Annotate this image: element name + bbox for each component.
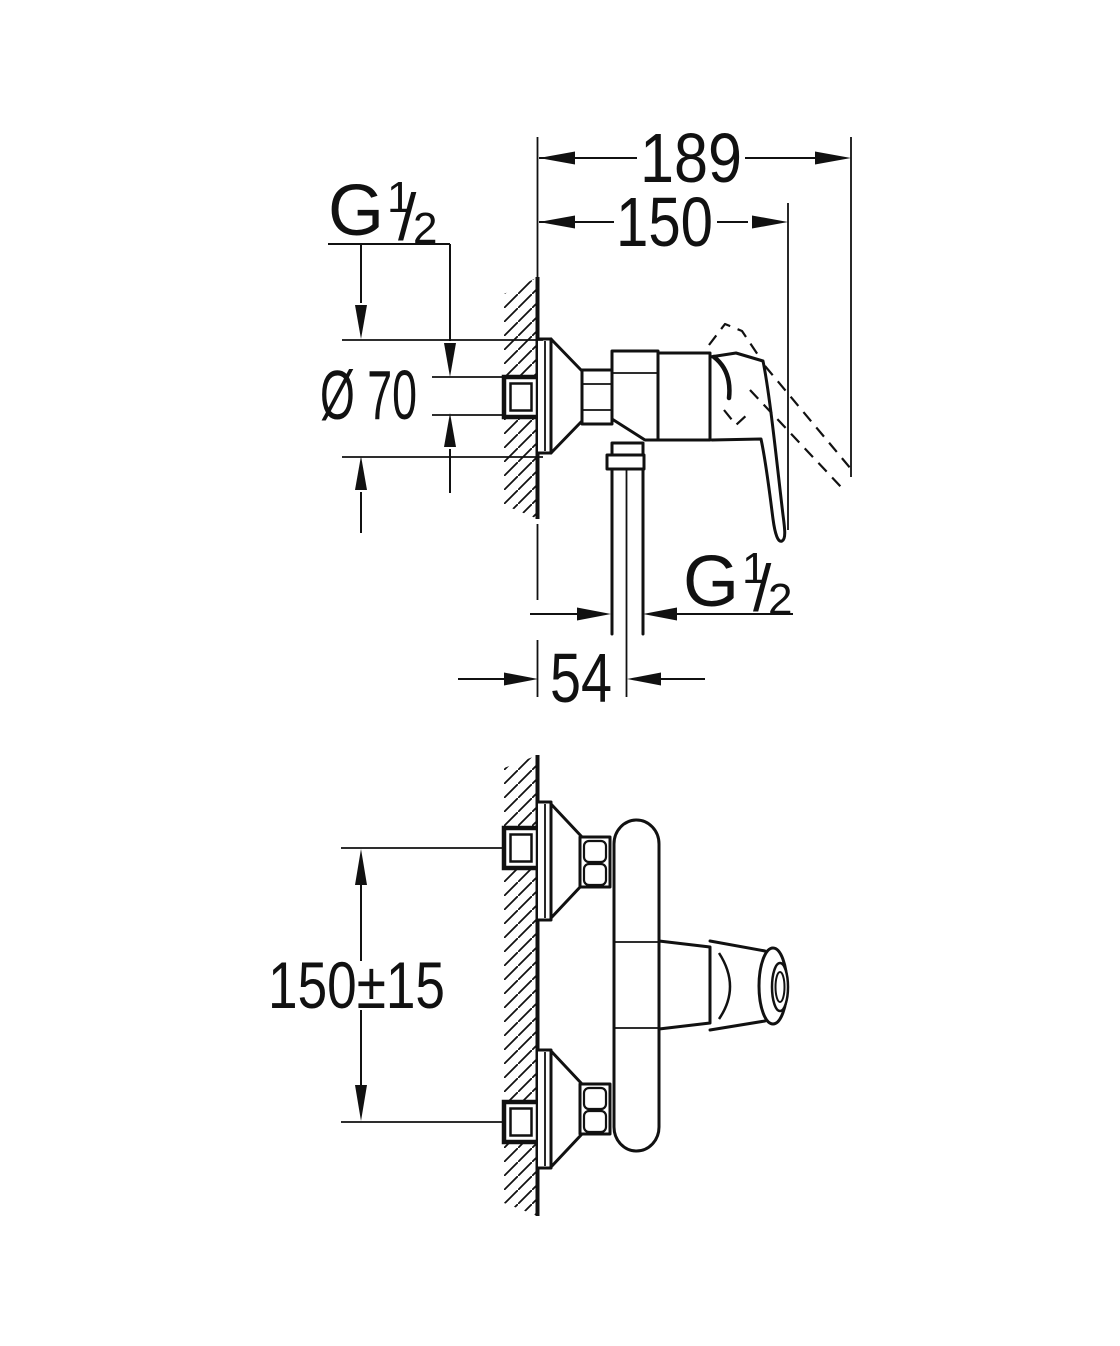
outlet-collar bbox=[610, 441, 645, 457]
dimension-150-label: 150 bbox=[616, 183, 713, 261]
wall-hatch-front bbox=[504, 755, 538, 1216]
thread-slash: / bbox=[753, 551, 772, 625]
hex-nut-bottom-facet bbox=[582, 1109, 608, 1134]
thread-leader-bracket bbox=[328, 243, 451, 533]
hex-nut-bottom-facet bbox=[582, 1086, 608, 1111]
hex-nut-top-facet bbox=[582, 839, 608, 864]
inlet-union-square-bottom-inner bbox=[509, 1107, 533, 1137]
valve-body bbox=[610, 349, 660, 442]
arrowhead-right bbox=[752, 215, 788, 229]
handle-grip-curve bbox=[717, 952, 732, 1020]
body-capsule bbox=[612, 818, 661, 1153]
thread-slash: / bbox=[398, 180, 417, 254]
lever-handle-side bbox=[708, 351, 787, 543]
inlet-union-square-side-inner bbox=[509, 382, 533, 412]
inlet-union-square-top-inner bbox=[509, 833, 533, 863]
thread-letter: G bbox=[683, 542, 739, 622]
dimension-150pm15-label: 150±15 bbox=[268, 948, 445, 1022]
escutcheon-bottom-cone bbox=[549, 1049, 584, 1169]
thread-denominator: 2 bbox=[413, 204, 437, 253]
side-view-dimensions: 189 150 G 1 / 2 Ø 70 G 1 bbox=[320, 119, 852, 717]
handle-end-cap-dimple bbox=[774, 971, 786, 1003]
arrowhead-right bbox=[815, 151, 851, 165]
thread-numerator: 1 bbox=[742, 544, 766, 593]
inlet-extension-lines bbox=[341, 847, 503, 1123]
dimension-150: 150 bbox=[539, 183, 789, 530]
thread-label-bottom: G 1 / 2 bbox=[530, 542, 793, 625]
dimension-150pm15: 150±15 bbox=[268, 849, 445, 1121]
cartridge-front bbox=[657, 939, 712, 1031]
escutcheon-top-cone bbox=[549, 802, 584, 920]
hex-nut-top-facet bbox=[582, 862, 608, 887]
lever-handle-raised-dashed bbox=[708, 322, 852, 488]
front-view bbox=[341, 755, 790, 1216]
dimension-189-label: 189 bbox=[640, 119, 742, 197]
shower-hose bbox=[610, 467, 645, 636]
hex-nut-side bbox=[580, 368, 614, 426]
hex-nut-side-facets bbox=[582, 383, 612, 411]
side-view bbox=[501, 137, 852, 697]
body-capsule-joints bbox=[614, 941, 659, 1029]
handle-cone-front bbox=[708, 939, 767, 1032]
extension-lines bbox=[342, 339, 543, 458]
cartridge-housing bbox=[656, 351, 712, 442]
hose-nut bbox=[605, 453, 646, 471]
front-view-dimensions: 150±15 bbox=[268, 849, 445, 1121]
escutcheon-side-cone bbox=[549, 337, 584, 455]
handle-pivot-arc bbox=[711, 354, 732, 401]
handle-end-cap-inner bbox=[770, 961, 790, 1013]
thread-numerator: 1 bbox=[387, 173, 411, 222]
thread-denominator: 2 bbox=[768, 575, 792, 624]
dimension-54: 54 bbox=[458, 639, 705, 717]
dimension-54-label: 54 bbox=[550, 639, 612, 717]
thread-letter: G bbox=[328, 171, 384, 251]
dimension-dia70-label: Ø 70 bbox=[320, 356, 417, 434]
arrowhead-left bbox=[539, 151, 575, 165]
thread-label-top: G 1 / 2 bbox=[328, 171, 543, 533]
arrowhead-left bbox=[539, 215, 575, 229]
dimension-189: 189 bbox=[539, 119, 852, 477]
